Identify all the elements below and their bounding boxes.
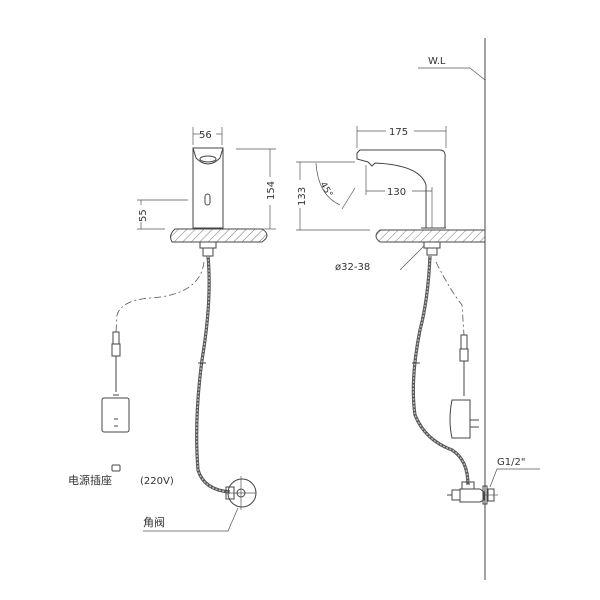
dim-55: 55 xyxy=(138,209,149,222)
faucet-body-side xyxy=(356,149,446,229)
dim-175: 175 xyxy=(389,127,408,138)
dim-133: 133 xyxy=(297,187,308,206)
countertop-front xyxy=(170,228,268,243)
angle-valve-label: 角阀 xyxy=(143,515,165,529)
power-socket-label: 电源插座 xyxy=(68,473,112,487)
angle-valve-leader xyxy=(143,507,239,532)
angle-valve-side xyxy=(447,481,498,505)
mount-nut-side xyxy=(423,241,441,249)
water-line-label: W.L xyxy=(428,56,446,67)
sensor-cable-front xyxy=(115,261,205,333)
mount-nut xyxy=(199,241,217,249)
supply-hose-side xyxy=(411,255,470,486)
sensor-window xyxy=(204,193,211,206)
dim-56: 56 xyxy=(199,130,212,141)
dim-45-degree: 45° xyxy=(317,181,334,200)
side-view: 175 133 130 45° ø32-38 xyxy=(296,126,540,505)
power-adapter-side xyxy=(449,399,471,439)
dim-154: 154 xyxy=(266,181,277,200)
thread-label: G1/2" xyxy=(497,457,525,468)
shank xyxy=(202,247,214,257)
socket-icon xyxy=(111,464,121,472)
thread-leader xyxy=(489,468,540,488)
front-view: 56 154 55 电源插座 (220V) 角阀 xyxy=(68,127,277,532)
hole-diameter-label: ø32-38 xyxy=(335,262,370,273)
power-adapter-front xyxy=(101,397,130,433)
aerator xyxy=(199,155,217,163)
cable-connector xyxy=(112,331,120,345)
angle-arc xyxy=(315,162,341,206)
faucet-body-front xyxy=(192,147,224,229)
sensor-cable-side xyxy=(435,261,465,336)
water-line-leader xyxy=(418,67,486,81)
hole-leader xyxy=(399,245,425,271)
supply-hose-front xyxy=(195,255,231,494)
dim-130: 130 xyxy=(387,187,406,198)
voltage-label: (220V) xyxy=(140,476,174,487)
countertop-side xyxy=(375,229,486,243)
